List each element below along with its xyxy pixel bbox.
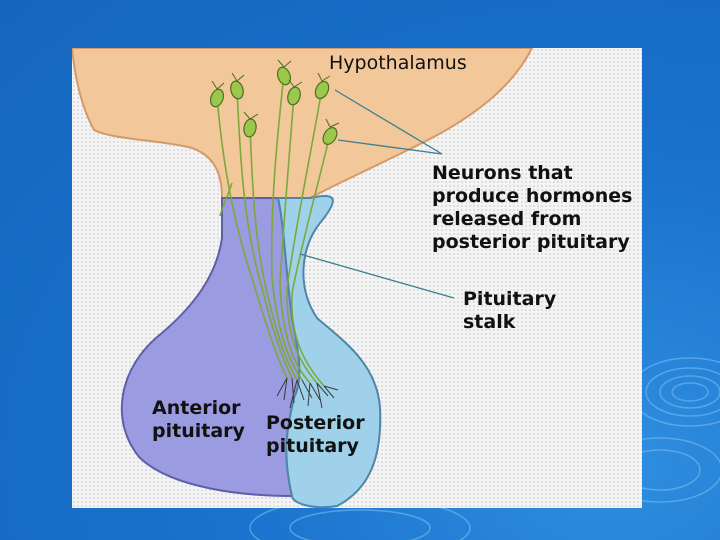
neuron-axon bbox=[270, 73, 303, 381]
nerve-terminals bbox=[276, 377, 339, 409]
neuron-cell-bodies bbox=[209, 66, 338, 145]
neuron-axon bbox=[291, 133, 331, 387]
leader-lines bbox=[299, 89, 455, 299]
water-ripple bbox=[671, 382, 709, 402]
leader-line-neurons bbox=[334, 89, 443, 155]
label-posterior-pituitary: Posterior pituitary bbox=[266, 412, 365, 457]
neuron-cell-body bbox=[287, 86, 301, 106]
neuron-axon bbox=[236, 87, 293, 379]
neuron-axon bbox=[286, 87, 323, 384]
neuron-cell-body bbox=[209, 88, 225, 108]
neuron-cell-body bbox=[314, 80, 330, 100]
label-neurons: Neurons that produce hormones released f… bbox=[432, 162, 633, 253]
neuron-axon bbox=[279, 93, 311, 384]
water-ripple bbox=[289, 509, 431, 540]
leader-line-stalk bbox=[299, 253, 455, 299]
water-ripple bbox=[645, 367, 720, 417]
label-anterior-pituitary: Anterior pituitary bbox=[152, 397, 245, 442]
neuron-axon bbox=[219, 182, 233, 217]
neuron-cell-body bbox=[322, 127, 338, 145]
diagram-panel: Hypothalamus Neurons that produce hormon… bbox=[72, 48, 642, 508]
neuron-cell-body bbox=[230, 80, 244, 100]
neuron-axon bbox=[249, 125, 298, 381]
pituitary-diagram bbox=[72, 48, 534, 508]
neuron-dendrites bbox=[211, 59, 340, 128]
neuron-cell-body bbox=[243, 118, 257, 138]
label-hypothalamus: Hypothalamus bbox=[329, 52, 467, 74]
label-pituitary-stalk: Pituitary stalk bbox=[463, 288, 557, 333]
neuron-bundle bbox=[216, 73, 331, 387]
leader-line-neurons bbox=[337, 139, 443, 155]
water-ripple bbox=[659, 375, 720, 409]
neuron-cell-body bbox=[276, 66, 292, 86]
water-ripple bbox=[629, 357, 720, 427]
neuron-axon bbox=[216, 95, 288, 379]
